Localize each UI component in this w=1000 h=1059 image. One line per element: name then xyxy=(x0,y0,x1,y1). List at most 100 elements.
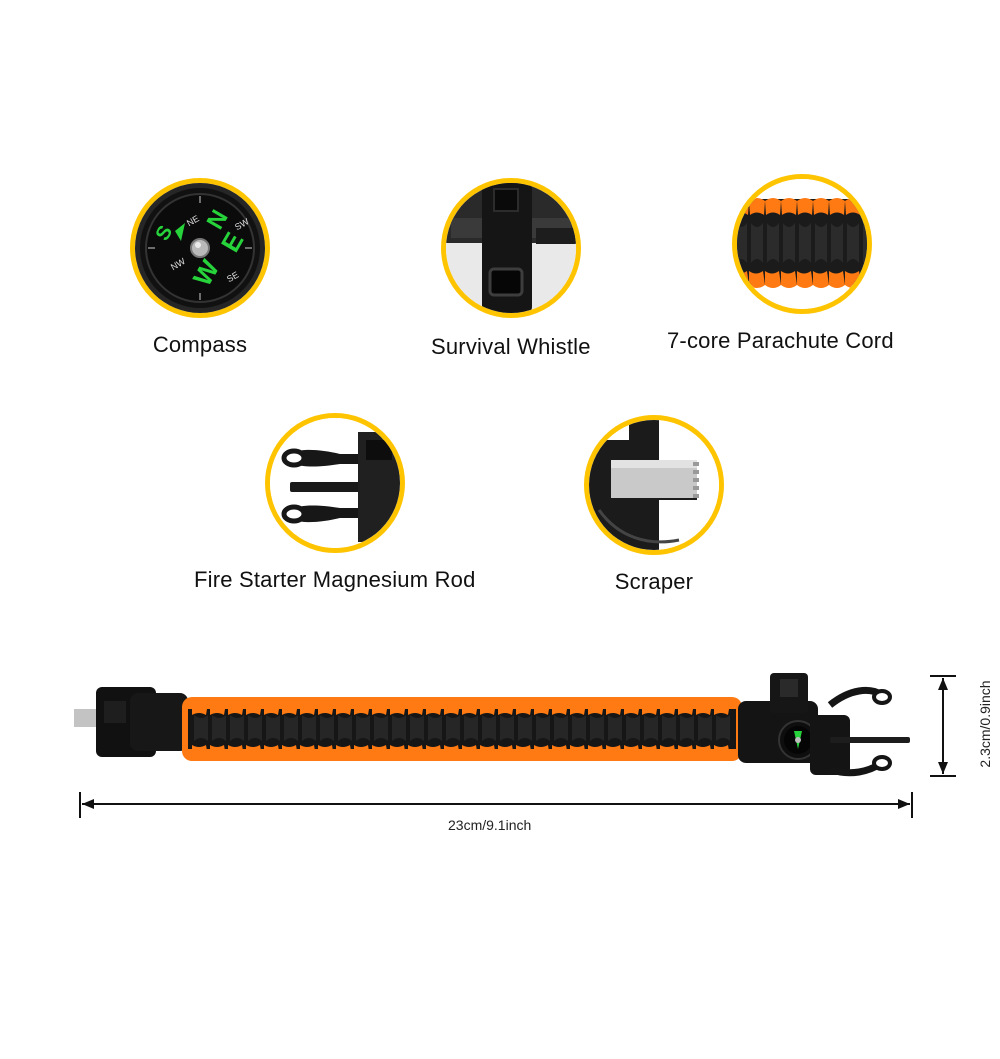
cord-weave-bottom xyxy=(588,745,604,761)
scraper-icon xyxy=(584,415,724,555)
cord-circle-weave-top xyxy=(737,198,750,215)
feature-label-cord: 7-core Parachute Cord xyxy=(667,328,894,353)
cord-circle-weave-top xyxy=(813,198,830,215)
cord-circle-weave-top xyxy=(845,198,862,215)
feature-label-scraper: Scraper xyxy=(614,569,694,594)
cord-weave-bottom xyxy=(696,745,712,761)
cord-weave-top xyxy=(444,699,460,715)
cord-weave-middle xyxy=(554,715,568,741)
cord-weave-bottom xyxy=(660,745,676,761)
cord-circle-weave-top xyxy=(861,198,868,215)
cord-weave-bottom xyxy=(372,745,388,761)
scraper-buckle xyxy=(74,687,188,757)
cord-weave-top xyxy=(264,699,280,715)
cord-weave-middle xyxy=(284,715,298,741)
cord-circle-weave-middle xyxy=(751,223,764,263)
cord-weave-middle xyxy=(410,715,424,741)
feature-label-fire-starter: Fire Starter Magnesium Rod xyxy=(194,567,476,592)
cord-weave-bottom xyxy=(570,745,586,761)
cord-weave-middle xyxy=(590,715,604,741)
cord-weave-bottom xyxy=(336,745,352,761)
cord-weave-middle xyxy=(572,715,586,741)
compass-buckle xyxy=(738,673,910,777)
cord-weave-bottom xyxy=(300,745,316,761)
compass-icon: E N W S NE SE NW SW xyxy=(130,178,270,318)
cord-weave-middle xyxy=(482,715,496,741)
cord-weave-bottom xyxy=(426,745,442,761)
cord-weave-top xyxy=(300,699,316,715)
feature-whistle: Survival Whistle xyxy=(431,178,591,360)
cord-weave-bottom xyxy=(714,745,730,761)
length-dimension-label: 23cm/9.1inch xyxy=(448,817,532,833)
parachute-cord-icon xyxy=(732,174,873,314)
cord-circle-weave-middle xyxy=(783,223,796,263)
cord-weave-middle xyxy=(392,715,406,741)
cord-weave-top xyxy=(660,699,676,715)
cord-circle-weave-bottom xyxy=(861,271,868,288)
feature-scraper: Scraper xyxy=(584,415,724,595)
cord-weave-top xyxy=(246,699,262,715)
cord-weave-top xyxy=(462,699,478,715)
cord-weave-middle xyxy=(428,715,442,741)
cord-circle-weave-bottom xyxy=(781,271,798,288)
cord-circle-weave-middle xyxy=(847,223,860,263)
cord-weave-bottom xyxy=(192,745,208,761)
cord-circle-weave-middle xyxy=(863,223,868,263)
cord-weave-bottom xyxy=(516,745,532,761)
feature-compass: E N W S NE SE NW SW Compass xyxy=(130,178,270,358)
cord-weave-middle xyxy=(212,715,226,741)
cord-circle-weave-top xyxy=(781,198,798,215)
cord-circle-weave-bottom xyxy=(749,271,766,288)
cord-circle-weave-bottom xyxy=(829,271,846,288)
cord-circle-weave-top xyxy=(749,198,766,215)
cord-weave-top xyxy=(282,699,298,715)
parachute-cord-body xyxy=(182,697,742,761)
cord-circle-weave-bottom xyxy=(845,271,862,288)
width-dimension-arrow xyxy=(928,668,958,783)
cord-weave-bottom xyxy=(552,745,568,761)
cord-weave-bottom xyxy=(228,745,244,761)
cord-circle-weave-top xyxy=(797,198,814,215)
cord-weave-middle xyxy=(248,715,262,741)
cord-weave-top xyxy=(498,699,514,715)
cord-circle-weave-middle xyxy=(737,223,748,263)
cord-weave-middle xyxy=(698,715,712,741)
cord-circle-weave-bottom xyxy=(813,271,830,288)
cord-weave-middle xyxy=(338,715,352,741)
whistle-icon xyxy=(440,178,581,318)
cord-weave-top xyxy=(318,699,334,715)
cord-weave-top xyxy=(678,699,694,715)
cord-weave-top xyxy=(606,699,622,715)
cord-weave-top xyxy=(426,699,442,715)
cord-weave-top xyxy=(534,699,550,715)
cord-weave-top xyxy=(552,699,568,715)
feature-label-whistle: Survival Whistle xyxy=(431,334,591,359)
cord-weave-top xyxy=(336,699,352,715)
cord-weave-bottom xyxy=(534,745,550,761)
cord-weave-bottom xyxy=(390,745,406,761)
cord-weave-top xyxy=(480,699,496,715)
cord-weave-middle xyxy=(608,715,622,741)
cord-weave-bottom xyxy=(498,745,514,761)
cord-weave-top xyxy=(570,699,586,715)
cord-weave-middle xyxy=(626,715,640,741)
cord-weave-top xyxy=(210,699,226,715)
cord-circle-weave-bottom xyxy=(737,271,750,288)
cord-weave-top xyxy=(696,699,712,715)
cord-weave-bottom xyxy=(210,745,226,761)
cord-weave-top xyxy=(372,699,388,715)
cord-weave-middle xyxy=(680,715,694,741)
cord-weave-middle xyxy=(644,715,658,741)
width-dimension-label: 2.3cm/0.9inch xyxy=(977,680,993,768)
cord-weave-top xyxy=(642,699,658,715)
feature-cord: 7-core Parachute Cord xyxy=(667,174,894,354)
cord-weave-middle xyxy=(446,715,460,741)
bracelet-image xyxy=(70,665,930,795)
cord-weave-bottom xyxy=(480,745,496,761)
cord-weave-top xyxy=(192,699,208,715)
cord-weave-bottom xyxy=(318,745,334,761)
cord-weave-middle xyxy=(356,715,370,741)
cord-weave-middle xyxy=(302,715,316,741)
cord-weave-top xyxy=(354,699,370,715)
feature-fire-starter: Fire Starter Magnesium Rod xyxy=(194,413,476,593)
